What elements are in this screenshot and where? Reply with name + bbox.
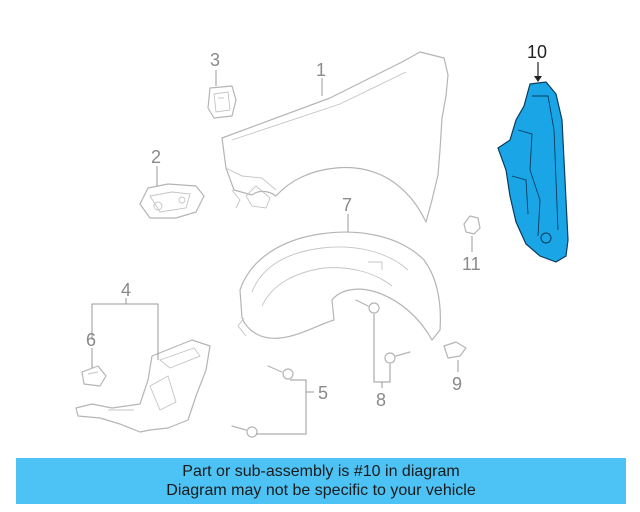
callout-6: 6: [86, 330, 96, 350]
highlighted-part-10[interactable]: [497, 81, 569, 263]
callout-9: 9: [452, 374, 462, 394]
callout-4: 4: [121, 280, 131, 300]
bolt-part-upper[interactable]: [355, 299, 380, 314]
banner-line-2: Diagram may not be specific to your vehi…: [166, 482, 476, 499]
fender-liner-part[interactable]: [237, 231, 441, 341]
callout-7: 7: [342, 195, 352, 215]
parts-diagram: 1 3 2 7 4 6 5 8 9 11 10: [75, 42, 569, 438]
bolt-part-lower[interactable]: [384, 351, 411, 364]
info-banner: Part or sub-assembly is #10 in diagram D…: [16, 458, 626, 504]
clip-part[interactable]: [81, 365, 107, 387]
plug-part[interactable]: [443, 341, 467, 359]
banner-line-1: Part or sub-assembly is #10 in diagram: [182, 463, 460, 480]
callout-5: 5: [318, 383, 328, 403]
callout-3: 3: [210, 50, 220, 70]
callout-1: 1: [316, 60, 326, 80]
callout-11: 11: [462, 254, 481, 274]
screw-part-upper[interactable]: [267, 365, 294, 380]
callout-8: 8: [376, 390, 386, 410]
leader-lines: [91, 62, 542, 435]
nut-part[interactable]: [463, 215, 481, 235]
screw-part-lower[interactable]: [231, 425, 258, 438]
fender-part[interactable]: [221, 51, 449, 223]
splash-shield-part[interactable]: [75, 339, 211, 433]
callout-10: 10: [527, 42, 547, 62]
callout-2: 2: [151, 147, 161, 167]
upper-bracket-part[interactable]: [207, 85, 237, 119]
fender-bracket-part[interactable]: [139, 183, 205, 219]
